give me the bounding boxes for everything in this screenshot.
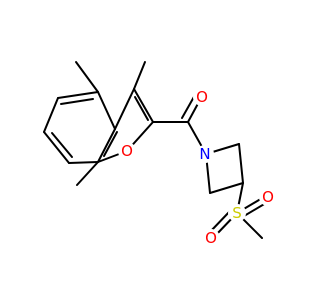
bond-c6-c7-inner xyxy=(51,132,73,158)
sulfonyl-oxygen-top-label: O xyxy=(262,188,274,206)
bond-methyl-c4 xyxy=(75,61,99,93)
bond-c7-c7a xyxy=(68,161,99,164)
furan-oxygen-label: O xyxy=(121,142,133,160)
sulfonyl-oxygen-left-label: O xyxy=(205,229,217,247)
sulfur-mask xyxy=(228,204,246,222)
bonds xyxy=(43,61,267,239)
molecule-structure-diagram: O O N S O O xyxy=(43,61,277,247)
sulfonyl-oxygen-top-mask xyxy=(259,188,277,206)
furan-oxygen-mask xyxy=(118,142,136,160)
bond-methyl-c7 xyxy=(76,161,99,186)
azetidine-nitrogen-label: N xyxy=(199,145,210,163)
bond-c3-c2 xyxy=(133,88,154,123)
bond-methyl-c3 xyxy=(133,61,146,90)
sulfonyl-oxygen-left-mask xyxy=(202,229,220,247)
sulfur-label: S xyxy=(232,204,242,222)
bond-ch2-right-ch xyxy=(238,143,244,184)
bond-c7a-c3a-inner xyxy=(103,131,118,157)
bond-c3-c2-inner xyxy=(134,96,149,121)
azetidine-nitrogen-mask xyxy=(196,145,214,163)
bond-c6-c7 xyxy=(43,131,70,164)
carbonyl-oxygen-label: O xyxy=(196,88,208,106)
bond-c3a-c4 xyxy=(97,91,116,130)
carbonyl-oxygen-mask xyxy=(193,88,211,106)
bond-ch-ch2-left xyxy=(209,182,244,194)
bond-c4-c5-inner xyxy=(60,98,94,105)
bond-c3a-c3 xyxy=(114,88,135,130)
bond-c5-c6 xyxy=(43,97,59,133)
bond-c4-c5 xyxy=(57,91,99,99)
bond-c7a-c3a xyxy=(97,128,116,163)
atom-labels: O O N S O O xyxy=(118,88,277,247)
bond-carbonyl-oxygen-second xyxy=(181,94,196,119)
